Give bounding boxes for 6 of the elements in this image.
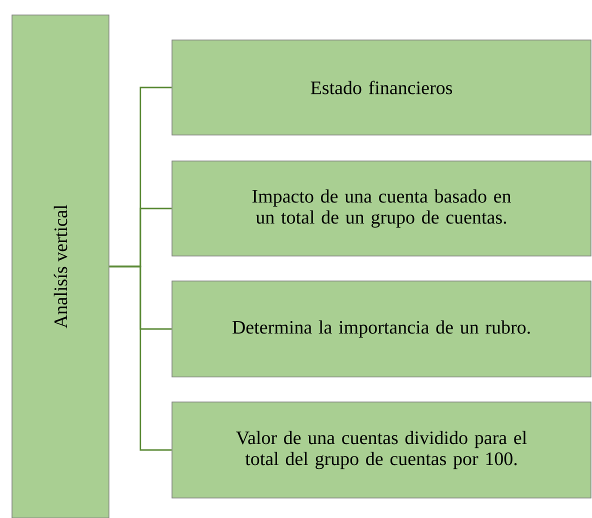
- description-box: Impacto de una cuenta basado en un total de un grupo de cuentas.: [172, 160, 592, 256]
- connector-line: [109, 266, 172, 451]
- description-box: Determina la importancia de un rubro.: [172, 280, 592, 378]
- description-box: Estado financieros: [172, 40, 592, 136]
- category-box: Analisís vertical: [12, 14, 110, 518]
- description-box: Valor de una cuentas dividido para el total del grupo de cuentas por 100.: [172, 402, 592, 498]
